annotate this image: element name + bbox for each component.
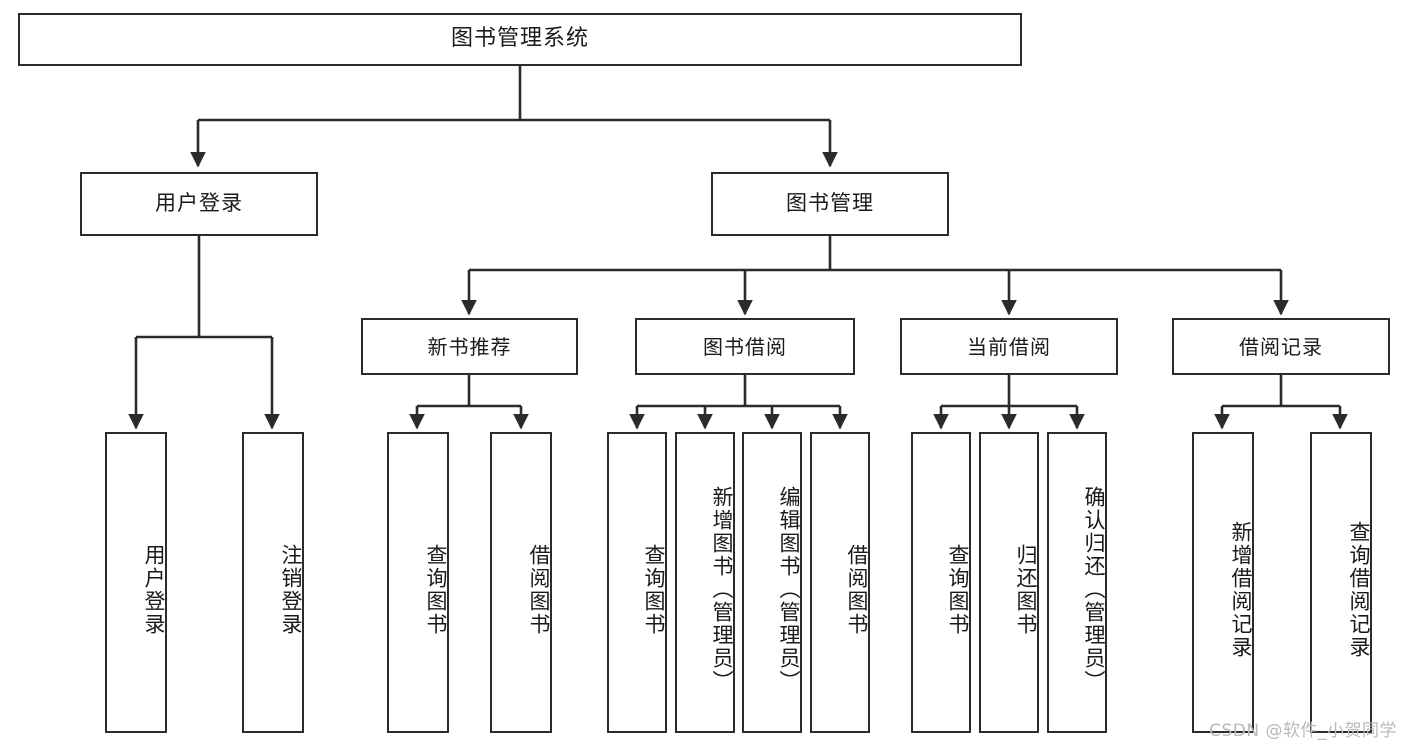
node-new-book-recommend[interactable]: 新书推荐 <box>361 318 578 375</box>
leaf-book-borrow-add-book-admin[interactable]: 新增图书（管理员） <box>675 432 735 733</box>
node-label: 编辑图书（管理员） <box>777 486 801 693</box>
leaf-new-book-borrow-book[interactable]: 借阅图书 <box>490 432 552 733</box>
node-borrow-record[interactable]: 借阅记录 <box>1172 318 1390 375</box>
node-label: 图书管理系统 <box>450 26 589 52</box>
leaf-new-book-query-book[interactable]: 查询图书 <box>387 432 449 733</box>
node-label: 借阅图书 <box>845 543 869 636</box>
watermark-text: CSDN @软件_小贺同学 <box>1209 721 1397 741</box>
node-label: 归还图书 <box>1014 543 1038 636</box>
leaf-current-borrow-return-book[interactable]: 归还图书 <box>979 432 1039 733</box>
node-label: 用户登录 <box>155 191 243 216</box>
node-user-login[interactable]: 用户登录 <box>80 172 318 236</box>
node-label: 新书推荐 <box>427 334 512 359</box>
node-label: 查询图书 <box>424 543 448 636</box>
leaf-borrow-record-add-record[interactable]: 新增借阅记录 <box>1192 432 1254 733</box>
node-label: 用户登录 <box>142 543 166 636</box>
leaf-current-borrow-confirm-return-admin[interactable]: 确认归还（管理员） <box>1047 432 1107 733</box>
node-book-management[interactable]: 图书管理 <box>711 172 949 236</box>
leaf-book-borrow-query-book[interactable]: 查询图书 <box>607 432 667 733</box>
node-label: 确认归还（管理员） <box>1082 486 1106 693</box>
node-label: 查询借阅记录 <box>1347 520 1371 659</box>
node-current-borrow[interactable]: 当前借阅 <box>900 318 1118 375</box>
leaf-current-borrow-query-book[interactable]: 查询图书 <box>911 432 971 733</box>
node-label: 图书借阅 <box>703 334 787 359</box>
node-book-borrow[interactable]: 图书借阅 <box>635 318 855 375</box>
node-label: 图书管理 <box>786 191 874 216</box>
leaf-book-borrow-borrow-book[interactable]: 借阅图书 <box>810 432 870 733</box>
node-label: 当前借阅 <box>967 334 1051 359</box>
node-root-book-management-system[interactable]: 图书管理系统 <box>18 13 1022 66</box>
leaf-book-borrow-edit-book-admin[interactable]: 编辑图书（管理员） <box>742 432 802 733</box>
node-label: 新增借阅记录 <box>1229 520 1253 659</box>
node-label: 借阅记录 <box>1239 334 1323 359</box>
node-label: 借阅图书 <box>527 543 551 636</box>
leaf-borrow-record-query-record[interactable]: 查询借阅记录 <box>1310 432 1372 733</box>
node-label: 查询图书 <box>946 543 970 636</box>
node-label: 查询图书 <box>642 543 666 636</box>
leaf-user-login-user-login[interactable]: 用户登录 <box>105 432 167 733</box>
node-label: 注销登录 <box>279 543 303 636</box>
leaf-user-login-logout[interactable]: 注销登录 <box>242 432 304 733</box>
node-label: 新增图书（管理员） <box>710 486 734 693</box>
